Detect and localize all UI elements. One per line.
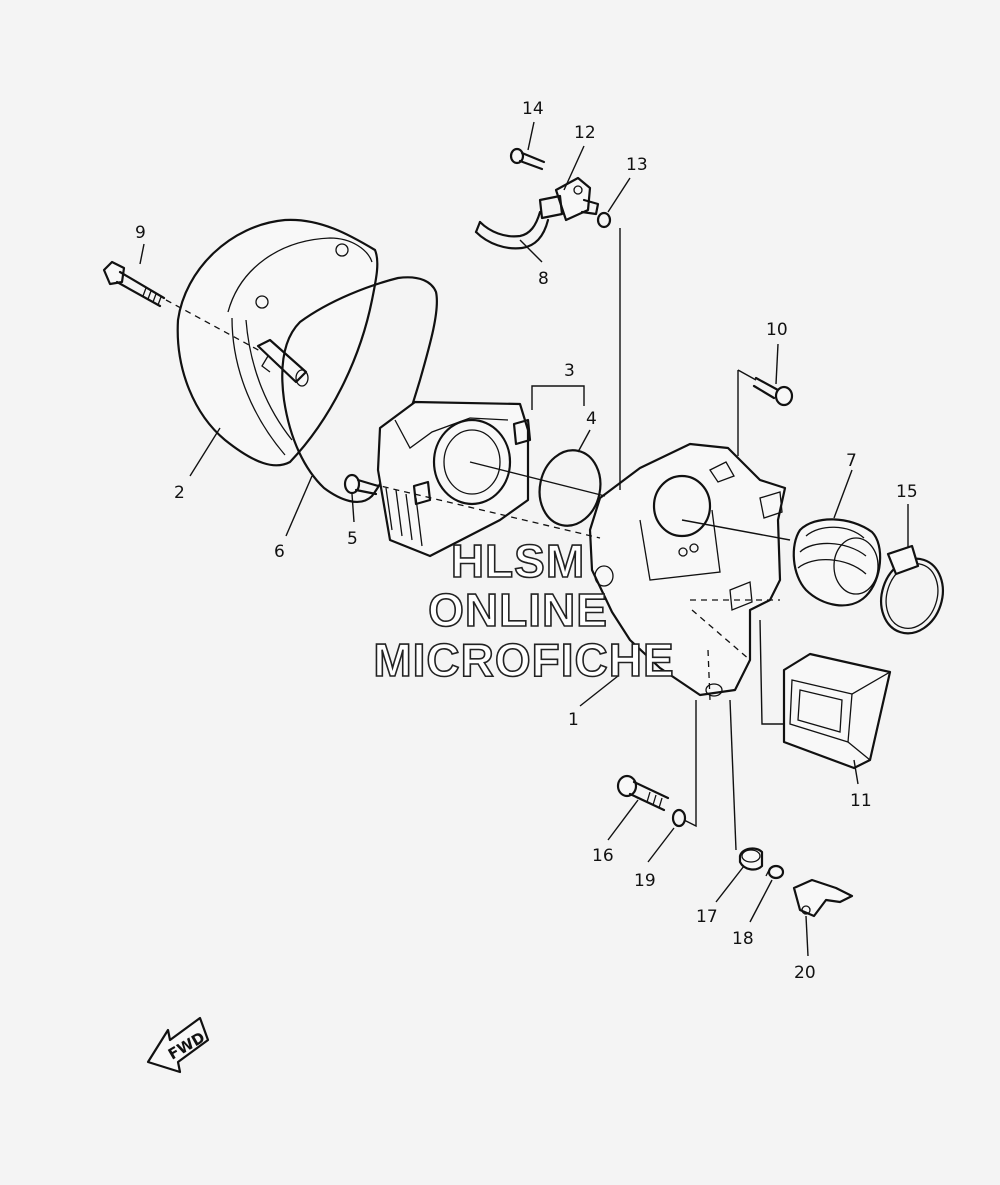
callout-14: 14 bbox=[522, 99, 544, 119]
part-15-clamp bbox=[880, 544, 944, 635]
callout-15: 15 bbox=[896, 482, 918, 502]
callout-16: 16 bbox=[592, 846, 614, 866]
fwd-arrow-icon: FWD bbox=[146, 1016, 210, 1074]
callout-6: 6 bbox=[274, 542, 285, 562]
part-16-bolt bbox=[616, 774, 670, 812]
callout-17: 17 bbox=[696, 907, 718, 927]
callout-4: 4 bbox=[586, 409, 597, 429]
part-1-air-filter-case bbox=[588, 442, 787, 697]
callout-8: 8 bbox=[538, 269, 549, 289]
callout-19: 19 bbox=[634, 871, 656, 891]
part-19-washer bbox=[671, 808, 687, 828]
callout-13: 13 bbox=[626, 155, 648, 175]
watermark-line-1: HLSM bbox=[451, 535, 585, 587]
callout-leaders bbox=[139, 121, 909, 957]
part-2-air-filter-cover bbox=[176, 218, 379, 467]
callout-10: 10 bbox=[766, 320, 788, 340]
part-20-bracket bbox=[792, 878, 854, 918]
callout-1: 1 bbox=[568, 710, 579, 730]
part-12-fitting bbox=[538, 176, 600, 222]
part-5-screw bbox=[343, 473, 380, 496]
callout-18: 18 bbox=[732, 929, 754, 949]
part-11-filter bbox=[782, 652, 892, 770]
callout-20: 20 bbox=[794, 963, 816, 983]
callout-2: 2 bbox=[174, 483, 185, 503]
callout-3: 3 bbox=[564, 361, 575, 381]
callout-9: 9 bbox=[135, 223, 146, 243]
part-10-screw bbox=[752, 376, 794, 407]
part-8-hose bbox=[474, 210, 550, 250]
part-9-bolt bbox=[102, 260, 166, 308]
callout-5: 5 bbox=[347, 529, 358, 549]
part-18-collar bbox=[765, 864, 785, 880]
callout-7: 7 bbox=[846, 451, 857, 471]
assembly-guide-lines bbox=[165, 228, 791, 851]
watermark: HLSM ONLINE MICROFICHE bbox=[373, 534, 675, 687]
callout-12: 12 bbox=[574, 123, 596, 143]
part-17-grommet bbox=[738, 847, 764, 871]
callout-labels: 1 2 3 4 5 6 7 8 9 10 11 12 13 14 15 16 1… bbox=[135, 99, 918, 983]
part-13-o-ring bbox=[596, 211, 612, 229]
callout-11: 11 bbox=[850, 791, 872, 811]
part-3-air-filter-element bbox=[376, 400, 532, 558]
watermark-line-2: ONLINE bbox=[428, 584, 608, 636]
part-14-screw bbox=[509, 147, 546, 171]
part-7-joint bbox=[792, 518, 882, 607]
watermark-line-3: MICROFICHE bbox=[373, 634, 674, 686]
